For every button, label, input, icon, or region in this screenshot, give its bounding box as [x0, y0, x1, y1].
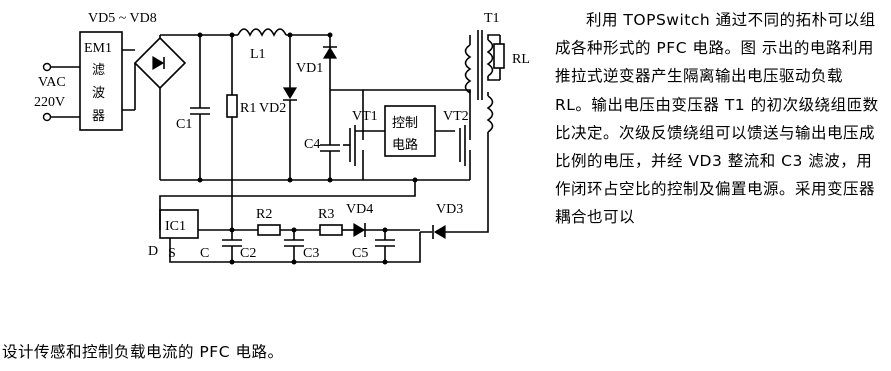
ic1-box	[159, 209, 199, 239]
diode-vd4	[353, 222, 420, 238]
capacitor-c2	[222, 230, 242, 262]
emi-filter-char-2: 波	[92, 86, 105, 101]
capacitor-c1-label: C1	[176, 117, 192, 132]
diode-vd1-label: VD1	[296, 61, 323, 76]
load-resistor-rl-label: RL	[512, 52, 530, 67]
diode-vd2	[282, 35, 298, 180]
capacitor-c3	[284, 230, 304, 262]
capacitor-c1	[190, 35, 210, 180]
capacitor-c2-label: C2	[240, 246, 256, 261]
emi-filter-char-1: 滤	[92, 63, 105, 78]
transistor-vt1-label: VT1	[352, 109, 378, 124]
transistor-vt2	[459, 90, 471, 180]
circuit-schematic: VAC 220V EM1 滤 波 器 VD5 ~ VD8 L1 C1 R1 VD…	[34, 11, 530, 265]
resistor-r2	[257, 224, 281, 236]
diode-vd2-label: VD2	[259, 101, 286, 116]
description-paragraph: 利用 TOPSwitch 通过不同的拓朴可以组成各种形式的 PFC 电路。图 示…	[555, 11, 879, 227]
inductor-l1-label: L1	[250, 47, 266, 62]
diode-vd1	[322, 35, 338, 90]
diode-vd3-label: VD3	[436, 202, 463, 217]
capacitor-c4-label: C4	[304, 137, 320, 152]
capacitor-c5-label: C5	[352, 246, 368, 261]
junction-dots	[197, 32, 418, 265]
transformer-t1-label: T1	[484, 11, 500, 26]
capacitor-c5	[375, 230, 395, 262]
ac-input-terminals	[42, 62, 80, 122]
capacitor-c4	[320, 90, 340, 180]
resistor-r2-label: R2	[256, 207, 272, 222]
control-circuit-label-2: 电路	[392, 137, 418, 153]
emi-filter-char-3: 器	[92, 109, 105, 124]
capacitor-c3-label: C3	[303, 246, 319, 261]
bridge-label: VD5 ~ VD8	[88, 11, 157, 26]
emi-filter-box	[79, 31, 123, 131]
description-tail: 设计传感和控制负载电流的 PFC 电路。	[2, 343, 284, 361]
resistor-r3	[319, 224, 343, 236]
load-resistor-rl	[493, 35, 505, 80]
transformer-t1	[363, 30, 500, 210]
emi-filter-label: EM1	[84, 41, 112, 56]
vac-label: VAC	[38, 75, 66, 90]
diode-vd3	[420, 224, 460, 240]
ic1-pin-s: S	[168, 246, 176, 261]
ic1-pin-d: D	[148, 244, 158, 259]
resistor-r3-label: R3	[318, 207, 334, 222]
ic1-pin-c: C	[200, 246, 209, 261]
voltage-label: 220V	[34, 95, 65, 110]
bridge-rectifier	[122, 35, 187, 180]
resistor-r1-label: R1	[240, 101, 256, 116]
diode-vd4-label: VD4	[346, 202, 373, 217]
resistor-r1	[226, 35, 238, 230]
transistor-vt1	[330, 89, 364, 180]
control-circuit-label-1: 控制	[392, 116, 418, 131]
transistor-vt2-label: VT2	[443, 109, 469, 124]
ic1-label: IC1	[165, 219, 186, 234]
